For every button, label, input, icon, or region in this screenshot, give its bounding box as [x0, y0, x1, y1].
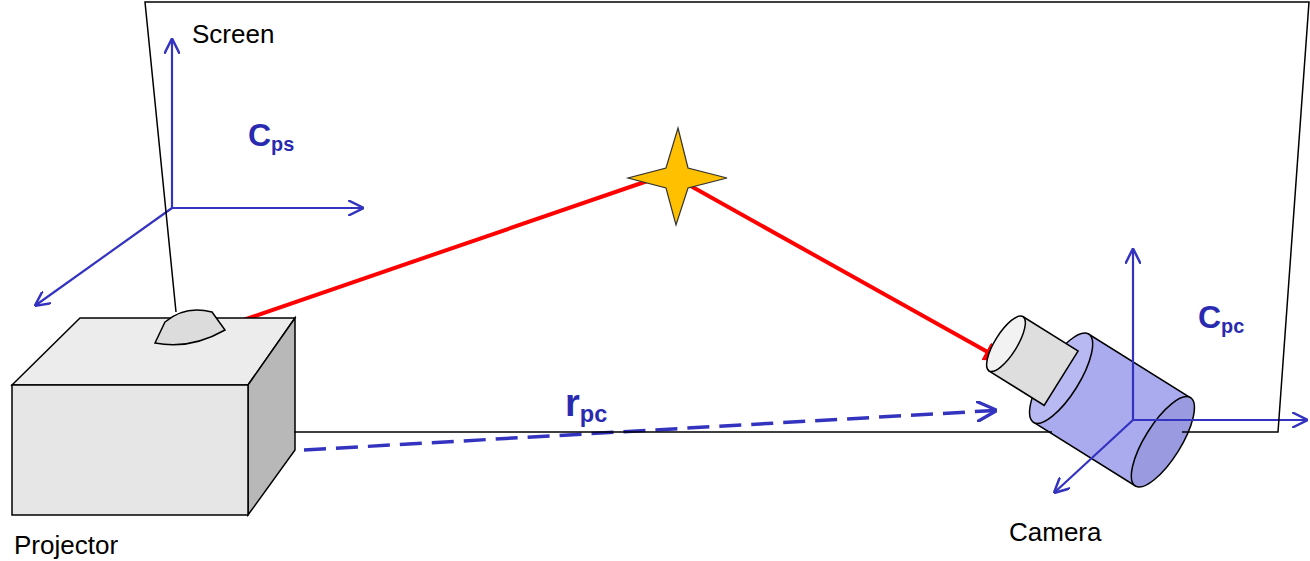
coordinate-frame: [36, 40, 362, 305]
projector-body: [12, 310, 295, 515]
projector: Projector: [6, 312, 304, 561]
light-ray: [680, 180, 1002, 360]
frame-label: Cps: [248, 118, 294, 156]
camera-body: [969, 294, 1206, 496]
node-label: Screen: [192, 20, 274, 49]
projected-star: [628, 128, 727, 225]
vector-label: rpc: [565, 383, 607, 428]
camera: Camera: [995, 298, 1195, 558]
node-label: Projector: [14, 531, 118, 560]
screen-border: [145, 2, 1309, 432]
light-ray: [220, 176, 662, 328]
coordinate-frame: [1055, 250, 1306, 492]
node-label: Camera: [1009, 518, 1101, 547]
frame-label: Cpc: [1198, 300, 1244, 338]
position-vector: [304, 410, 995, 450]
